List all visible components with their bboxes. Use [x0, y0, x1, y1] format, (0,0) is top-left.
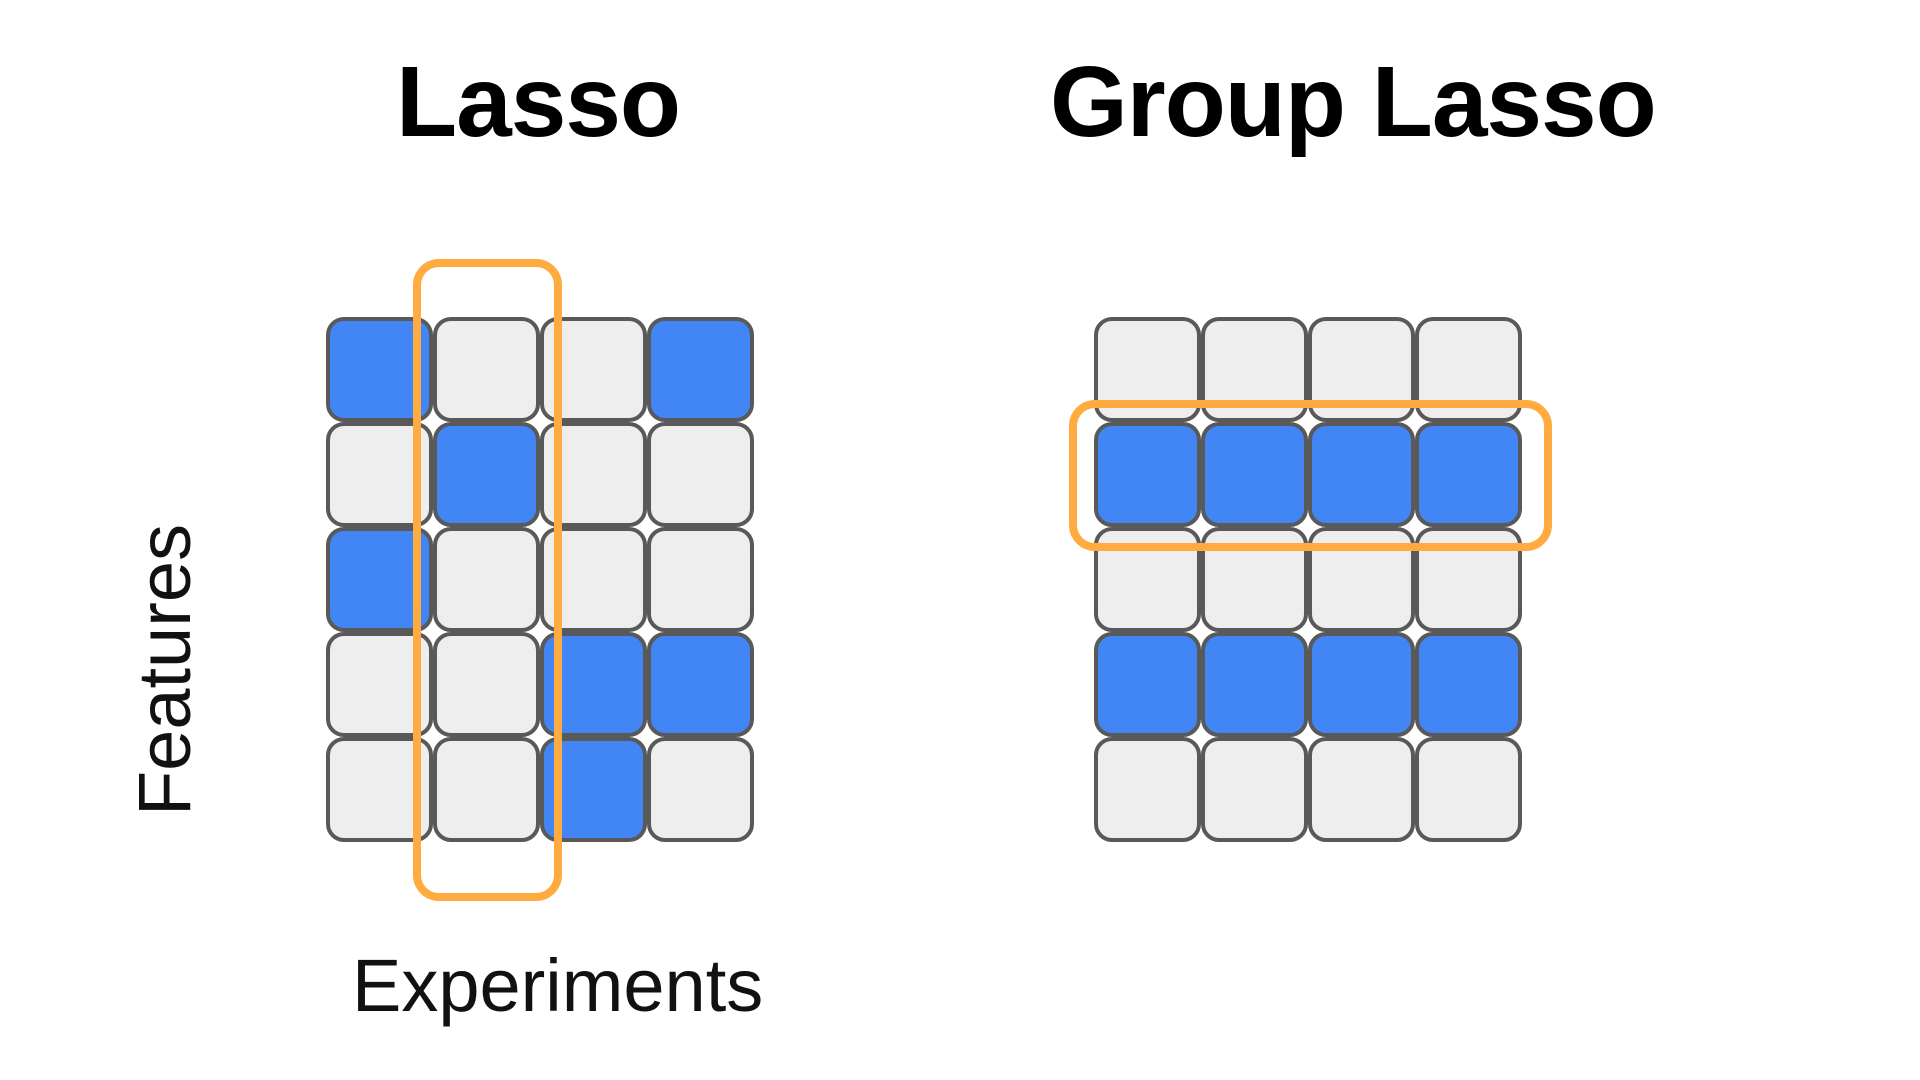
- lasso-cell-r1-c4: [647, 317, 754, 422]
- lasso-cell-r2-c2: [433, 422, 540, 527]
- group-lasso-cell-r2-c2: [1201, 422, 1308, 527]
- group-lasso-cell-r2-c4: [1415, 422, 1522, 527]
- lasso-matrix: [326, 317, 754, 842]
- group-lasso-cell-r4-c4: [1415, 632, 1522, 737]
- lasso-cell-r3-c2: [433, 527, 540, 632]
- lasso-cell-r5-c2: [433, 737, 540, 842]
- group-lasso-matrix: [1094, 317, 1522, 842]
- group-lasso-cell-r4-c3: [1308, 632, 1415, 737]
- group-lasso-title: Group Lasso: [1050, 46, 1657, 158]
- group-lasso-cell-r2-c3: [1308, 422, 1415, 527]
- lasso-column-highlight: [413, 259, 562, 901]
- group-lasso-cell-r5-c2: [1201, 737, 1308, 842]
- lasso-cell-r4-c2: [433, 632, 540, 737]
- lasso-cell-r1-c2: [433, 317, 540, 422]
- group-lasso-cell-r5-c4: [1415, 737, 1522, 842]
- group-lasso-row-highlight: [1069, 400, 1552, 551]
- lasso-title: Lasso: [396, 46, 681, 158]
- lasso-cell-r3-c4: [647, 527, 754, 632]
- group-lasso-cell-r5-c1: [1094, 737, 1201, 842]
- group-lasso-cell-r4-c2: [1201, 632, 1308, 737]
- group-lasso-cell-r5-c3: [1308, 737, 1415, 842]
- lasso-cell-r4-c4: [647, 632, 754, 737]
- group-lasso-cell-r2-c1: [1094, 422, 1201, 527]
- group-lasso-cell-r4-c1: [1094, 632, 1201, 737]
- features-axis-label: Features: [123, 523, 206, 817]
- experiments-axis-label: Experiments: [352, 944, 764, 1027]
- lasso-cell-r5-c4: [647, 737, 754, 842]
- lasso-cell-r2-c4: [647, 422, 754, 527]
